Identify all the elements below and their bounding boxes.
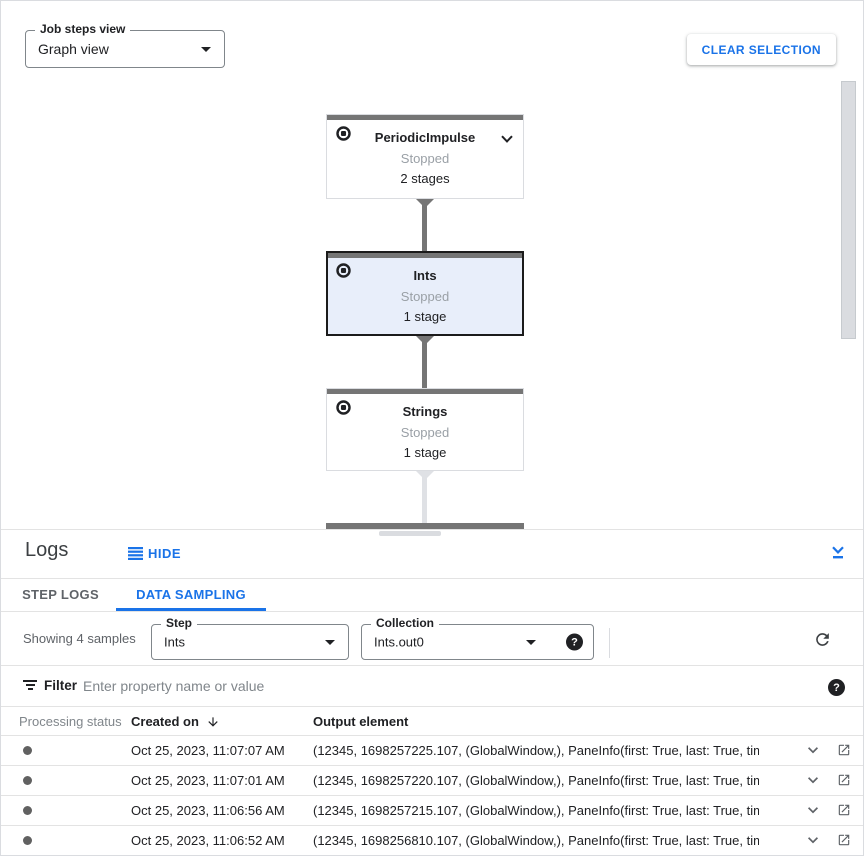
graph-vertical-scrollbar[interactable] xyxy=(841,81,856,339)
hide-logs-label: HIDE xyxy=(148,546,182,561)
logs-panel-title: Logs xyxy=(25,539,69,561)
node-stage-count: 1 stage xyxy=(403,309,447,324)
help-icon[interactable]: ? xyxy=(566,633,583,651)
dropdown-arrow-icon xyxy=(526,640,536,645)
edge-arrowhead-icon xyxy=(416,336,434,345)
hide-panel-icon xyxy=(128,547,143,560)
divider xyxy=(1,611,863,612)
open-in-new-icon[interactable] xyxy=(837,773,851,792)
stopped-status-icon xyxy=(336,126,351,141)
hide-logs-button[interactable]: HIDE xyxy=(128,546,181,561)
created-on-cell: Oct 25, 2023, 11:07:01 AM xyxy=(131,773,285,788)
collapse-panel-icon[interactable] xyxy=(830,544,846,560)
node-status: Stopped xyxy=(400,425,450,440)
processing-status-dot-icon xyxy=(23,806,32,815)
divider xyxy=(1,706,863,707)
filter-icon xyxy=(23,680,37,692)
divider xyxy=(1,665,863,666)
stopped-status-icon xyxy=(336,400,351,415)
job-steps-view-select[interactable]: Job steps view Graph view xyxy=(25,22,225,68)
node-title: Strings xyxy=(402,404,448,419)
edge-connector xyxy=(422,471,427,523)
node-top-bar xyxy=(327,115,523,120)
divider xyxy=(1,735,863,736)
node-top-bar xyxy=(327,389,523,394)
table-row[interactable]: Oct 25, 2023, 11:07:07 AM (12345, 169825… xyxy=(1,736,863,766)
tab-data-sampling[interactable]: DATA SAMPLING xyxy=(116,579,266,611)
filter-label: Filter xyxy=(44,678,78,693)
column-header-created-on[interactable]: Created on xyxy=(131,707,220,736)
open-in-new-icon[interactable] xyxy=(837,803,851,822)
dropdown-arrow-icon xyxy=(201,47,211,52)
job-steps-view-label: Job steps view xyxy=(35,22,131,37)
stopped-status-icon xyxy=(336,263,351,278)
expand-row-chevron-icon[interactable] xyxy=(803,740,823,765)
dropdown-arrow-icon xyxy=(325,640,335,645)
collection-select-label: Collection xyxy=(371,616,440,631)
graph-node-strings[interactable]: Strings Stopped 1 stage xyxy=(326,388,524,471)
created-on-cell: Oct 25, 2023, 11:06:52 AM xyxy=(131,833,285,848)
open-in-new-icon[interactable] xyxy=(837,833,851,852)
step-select-label: Step xyxy=(161,616,198,631)
sort-descending-icon xyxy=(208,716,218,727)
tab-step-logs[interactable]: STEP LOGS xyxy=(22,587,99,602)
output-element-cell: (12345, 1698257215.107, (GlobalWindow,),… xyxy=(313,803,759,818)
created-on-cell: Oct 25, 2023, 11:07:07 AM xyxy=(131,743,285,758)
node-title: PeriodicImpulse xyxy=(374,130,476,145)
table-row[interactable]: Oct 25, 2023, 11:07:01 AM (12345, 169825… xyxy=(1,766,863,796)
processing-status-dot-icon xyxy=(23,836,32,845)
graph-horizontal-scrollbar[interactable] xyxy=(379,531,441,536)
graph-node-periodicimpulse[interactable]: PeriodicImpulse Stopped 2 stages xyxy=(326,114,524,199)
edge-connector xyxy=(422,199,427,253)
edge-arrowhead-icon xyxy=(416,471,434,480)
graph-node-ints[interactable]: Ints Stopped 1 stage xyxy=(326,251,524,336)
help-icon[interactable]: ? xyxy=(828,679,845,696)
edge-arrowhead-icon xyxy=(416,199,434,208)
created-on-cell: Oct 25, 2023, 11:06:56 AM xyxy=(131,803,285,818)
node-top-bar xyxy=(328,253,522,258)
clear-selection-button[interactable]: CLEAR SELECTION xyxy=(686,34,836,65)
samples-table: Oct 25, 2023, 11:07:07 AM (12345, 169825… xyxy=(1,736,863,855)
output-element-cell: (12345, 1698257220.107, (GlobalWindow,),… xyxy=(313,773,759,788)
edge-connector xyxy=(422,336,427,390)
node-status: Stopped xyxy=(400,289,450,304)
node-status: Stopped xyxy=(400,151,450,166)
expand-row-chevron-icon[interactable] xyxy=(803,770,823,795)
column-header-output-element: Output element xyxy=(313,714,409,729)
output-element-cell: (12345, 1698256810.107, (GlobalWindow,),… xyxy=(313,833,759,848)
table-row[interactable]: Oct 25, 2023, 11:06:56 AM (12345, 169825… xyxy=(1,796,863,826)
divider xyxy=(1,529,863,530)
open-in-new-icon[interactable] xyxy=(837,743,851,762)
column-header-processing-status: Processing status xyxy=(19,714,122,729)
filter-input[interactable] xyxy=(83,666,643,706)
collection-select[interactable]: Collection Ints.out0 ? xyxy=(361,616,594,660)
node-stage-count: 1 stage xyxy=(403,445,447,460)
expand-row-chevron-icon[interactable] xyxy=(803,800,823,825)
divider xyxy=(609,628,610,658)
collection-select-value: Ints.out0 xyxy=(374,634,424,650)
sample-count-text: Showing 4 samples xyxy=(23,631,136,646)
table-row[interactable]: Oct 25, 2023, 11:06:52 AM (12345, 169825… xyxy=(1,826,863,855)
node-title: Ints xyxy=(413,268,437,283)
step-select-value: Ints xyxy=(164,634,185,650)
processing-status-dot-icon xyxy=(23,776,32,785)
node-stage-count: 2 stages xyxy=(400,171,450,186)
output-element-cell: (12345, 1698257225.107, (GlobalWindow,),… xyxy=(313,743,759,758)
refresh-icon[interactable] xyxy=(813,630,833,650)
step-select[interactable]: Step Ints xyxy=(151,616,349,660)
processing-status-dot-icon xyxy=(23,746,32,755)
job-steps-view-value: Graph view xyxy=(38,41,109,57)
partial-node-top-bar xyxy=(326,523,524,529)
divider xyxy=(1,578,863,579)
chevron-down-icon[interactable] xyxy=(501,130,513,148)
expand-row-chevron-icon[interactable] xyxy=(803,830,823,855)
